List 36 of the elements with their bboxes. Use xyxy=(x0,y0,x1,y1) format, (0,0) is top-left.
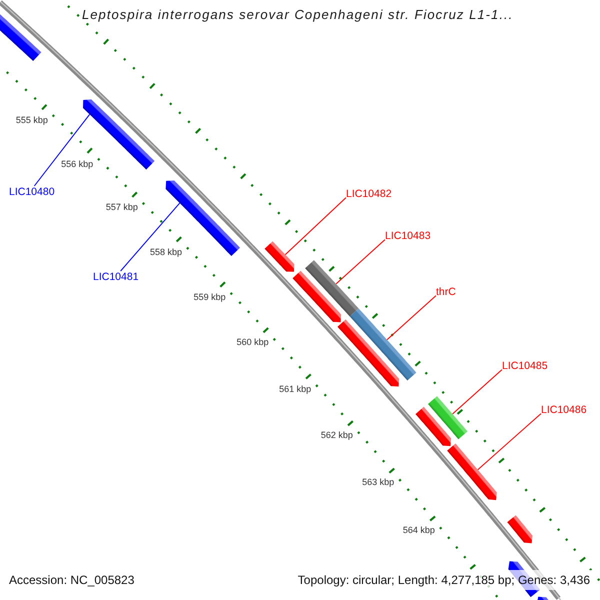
gene-label: LIC10486 xyxy=(541,404,587,416)
gene-bar xyxy=(428,396,468,440)
scale-label: 561 kbp xyxy=(279,384,312,394)
leader-line xyxy=(34,114,90,186)
scale-label: 563 kbp xyxy=(362,477,394,488)
leader-line xyxy=(120,202,180,272)
scale-label: 562 kbp xyxy=(320,430,353,440)
scale-label: 557 kbp xyxy=(106,202,138,212)
scale-label: 555 kbp xyxy=(16,115,48,126)
gene-label: LIC10482 xyxy=(346,188,392,200)
gene-block xyxy=(507,515,532,544)
leader-line xyxy=(452,369,502,414)
leader-line xyxy=(284,197,346,256)
gene-block xyxy=(166,180,240,256)
leader-line xyxy=(386,295,436,340)
gene-label: LIC10485 xyxy=(502,360,548,372)
gene-block xyxy=(338,319,400,386)
scale-label: 556 kbp xyxy=(61,158,94,169)
gene-label: thrC xyxy=(436,286,456,298)
gene-label: LIC10483 xyxy=(385,230,431,242)
leader-line xyxy=(477,413,542,470)
gene-bar xyxy=(305,260,359,316)
gene-block xyxy=(292,270,342,322)
gene-block xyxy=(264,241,294,272)
scale-label: 559 kbp xyxy=(194,292,226,302)
gene-label: LIC10480 xyxy=(9,186,55,198)
leader-line xyxy=(336,239,386,284)
gene-block xyxy=(416,406,452,446)
gene-label: LIC10481 xyxy=(93,271,139,283)
gene-bar xyxy=(350,308,416,380)
gene-block xyxy=(0,14,42,61)
gene-block xyxy=(538,596,548,600)
scale-label: 558 kbp xyxy=(150,246,182,257)
scale-label: 564 kbp xyxy=(402,525,435,536)
gene-block xyxy=(447,444,497,500)
scale-label: 560 kbp xyxy=(236,337,269,348)
